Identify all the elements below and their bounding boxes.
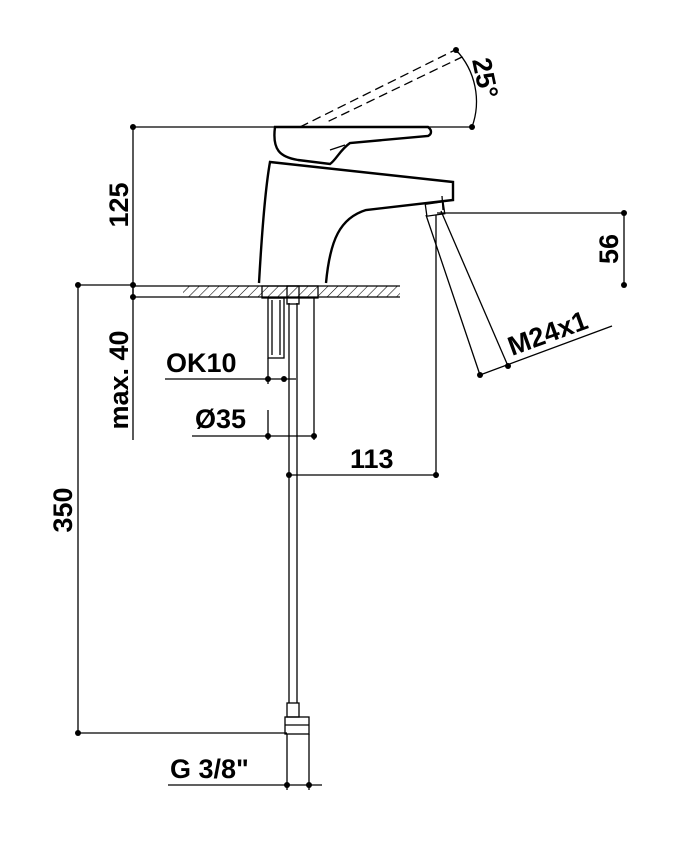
dimension-g38: G 3/8": [168, 754, 322, 788]
dimension-m24x1: M24x1: [425, 210, 613, 378]
dimension-113: 113: [286, 215, 439, 478]
mounting-assembly: [261, 285, 319, 359]
dimension-ok10: OK10: [165, 348, 296, 384]
label-113: 113: [350, 444, 394, 474]
label-ok10: OK10: [166, 348, 237, 378]
label-g38: G 3/8": [170, 754, 249, 784]
faucet-body: [257, 160, 455, 284]
dimension-350: 350: [48, 282, 287, 736]
label-max40: max. 40: [104, 330, 134, 429]
label-56: 56: [594, 234, 624, 264]
dimension-56: 56: [437, 210, 627, 288]
label-d35: Ø35: [195, 404, 246, 434]
label-350: 350: [48, 487, 78, 532]
label-125: 125: [104, 182, 134, 227]
aerator: [424, 201, 446, 217]
dimension-max40: max. 40: [104, 285, 136, 440]
countertop: [135, 285, 400, 298]
label-m24x1: M24x1: [504, 305, 592, 361]
lever-open-position: [299, 49, 464, 128]
dimension-d35: Ø35: [192, 298, 317, 440]
dimension-angle: 25°: [453, 47, 504, 130]
label-25-deg: 25°: [466, 55, 504, 101]
lever-handle: [273, 125, 433, 166]
dimension-125: 125: [104, 124, 472, 300]
supply-hose: [284, 303, 310, 790]
